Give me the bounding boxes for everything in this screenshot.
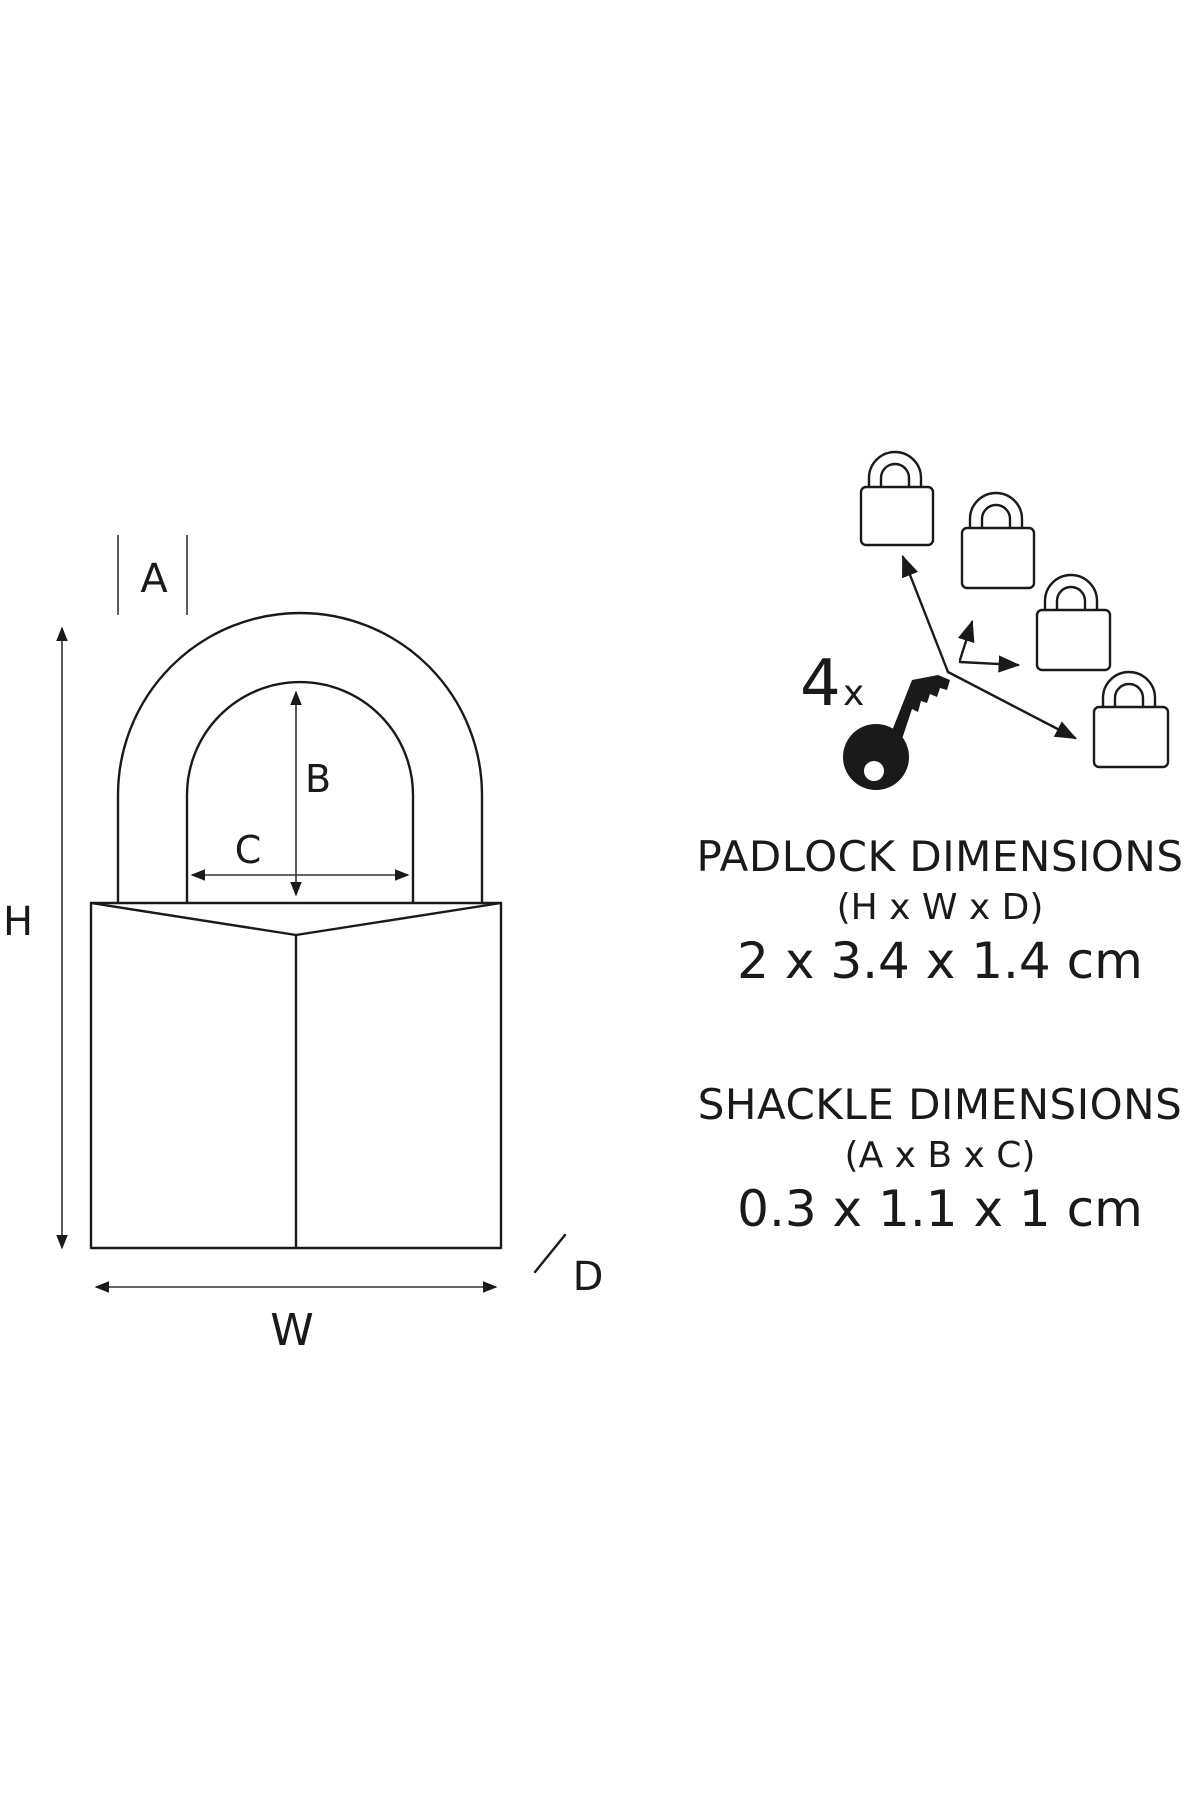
shackle-dimensions-block: SHACKLE DIMENSIONS (A x B x C) 0.3 x 1.1… (680, 1080, 1200, 1238)
body-bevel (89, 901, 503, 937)
shackle-inner (185, 680, 415, 905)
dimension-w: W (94, 1281, 498, 1356)
dimension-a: A (117, 535, 188, 615)
padlock-dimensions-block: PADLOCK DIMENSIONS (H x W x D) 2 x 3.4 x… (680, 832, 1200, 990)
dimension-h: H (3, 626, 68, 1250)
padlock-dimensions-value: 2 x 3.4 x 1.4 cm (737, 932, 1143, 990)
dimension-c: C (190, 828, 410, 881)
padlock-icon (859, 450, 935, 547)
shackle-dimensions-axes: (A x B x C) (844, 1135, 1036, 1176)
label-c: C (235, 828, 262, 872)
padlock-dimensions-axes: (H x W x D) (836, 887, 1044, 928)
dimension-b: B (290, 690, 331, 897)
key-icon (843, 675, 950, 790)
label-w: W (270, 1305, 314, 1356)
label-b: B (305, 757, 331, 801)
keyed-alike-illustration: 4 x (800, 450, 1170, 790)
label-h: H (3, 899, 33, 945)
shackle-dimensions-value: 0.3 x 1.1 x 1 cm (737, 1180, 1143, 1238)
padlock-outline (89, 611, 503, 1250)
dimension-d: D (533, 1233, 604, 1300)
shackle-dimensions-title: SHACKLE DIMENSIONS (697, 1080, 1183, 1129)
shackle-outer (116, 611, 484, 905)
key-count-suffix: x (843, 673, 864, 714)
key-count: 4 (800, 647, 841, 721)
padlock-icon (1035, 573, 1112, 672)
padlock-icon (960, 491, 1036, 590)
padlock-dimensions-title: PADLOCK DIMENSIONS (696, 832, 1184, 881)
key-to-lock-arrows (901, 554, 1077, 740)
label-d: D (573, 1254, 604, 1300)
padlock-icon (1092, 670, 1170, 769)
label-a: A (140, 556, 168, 602)
